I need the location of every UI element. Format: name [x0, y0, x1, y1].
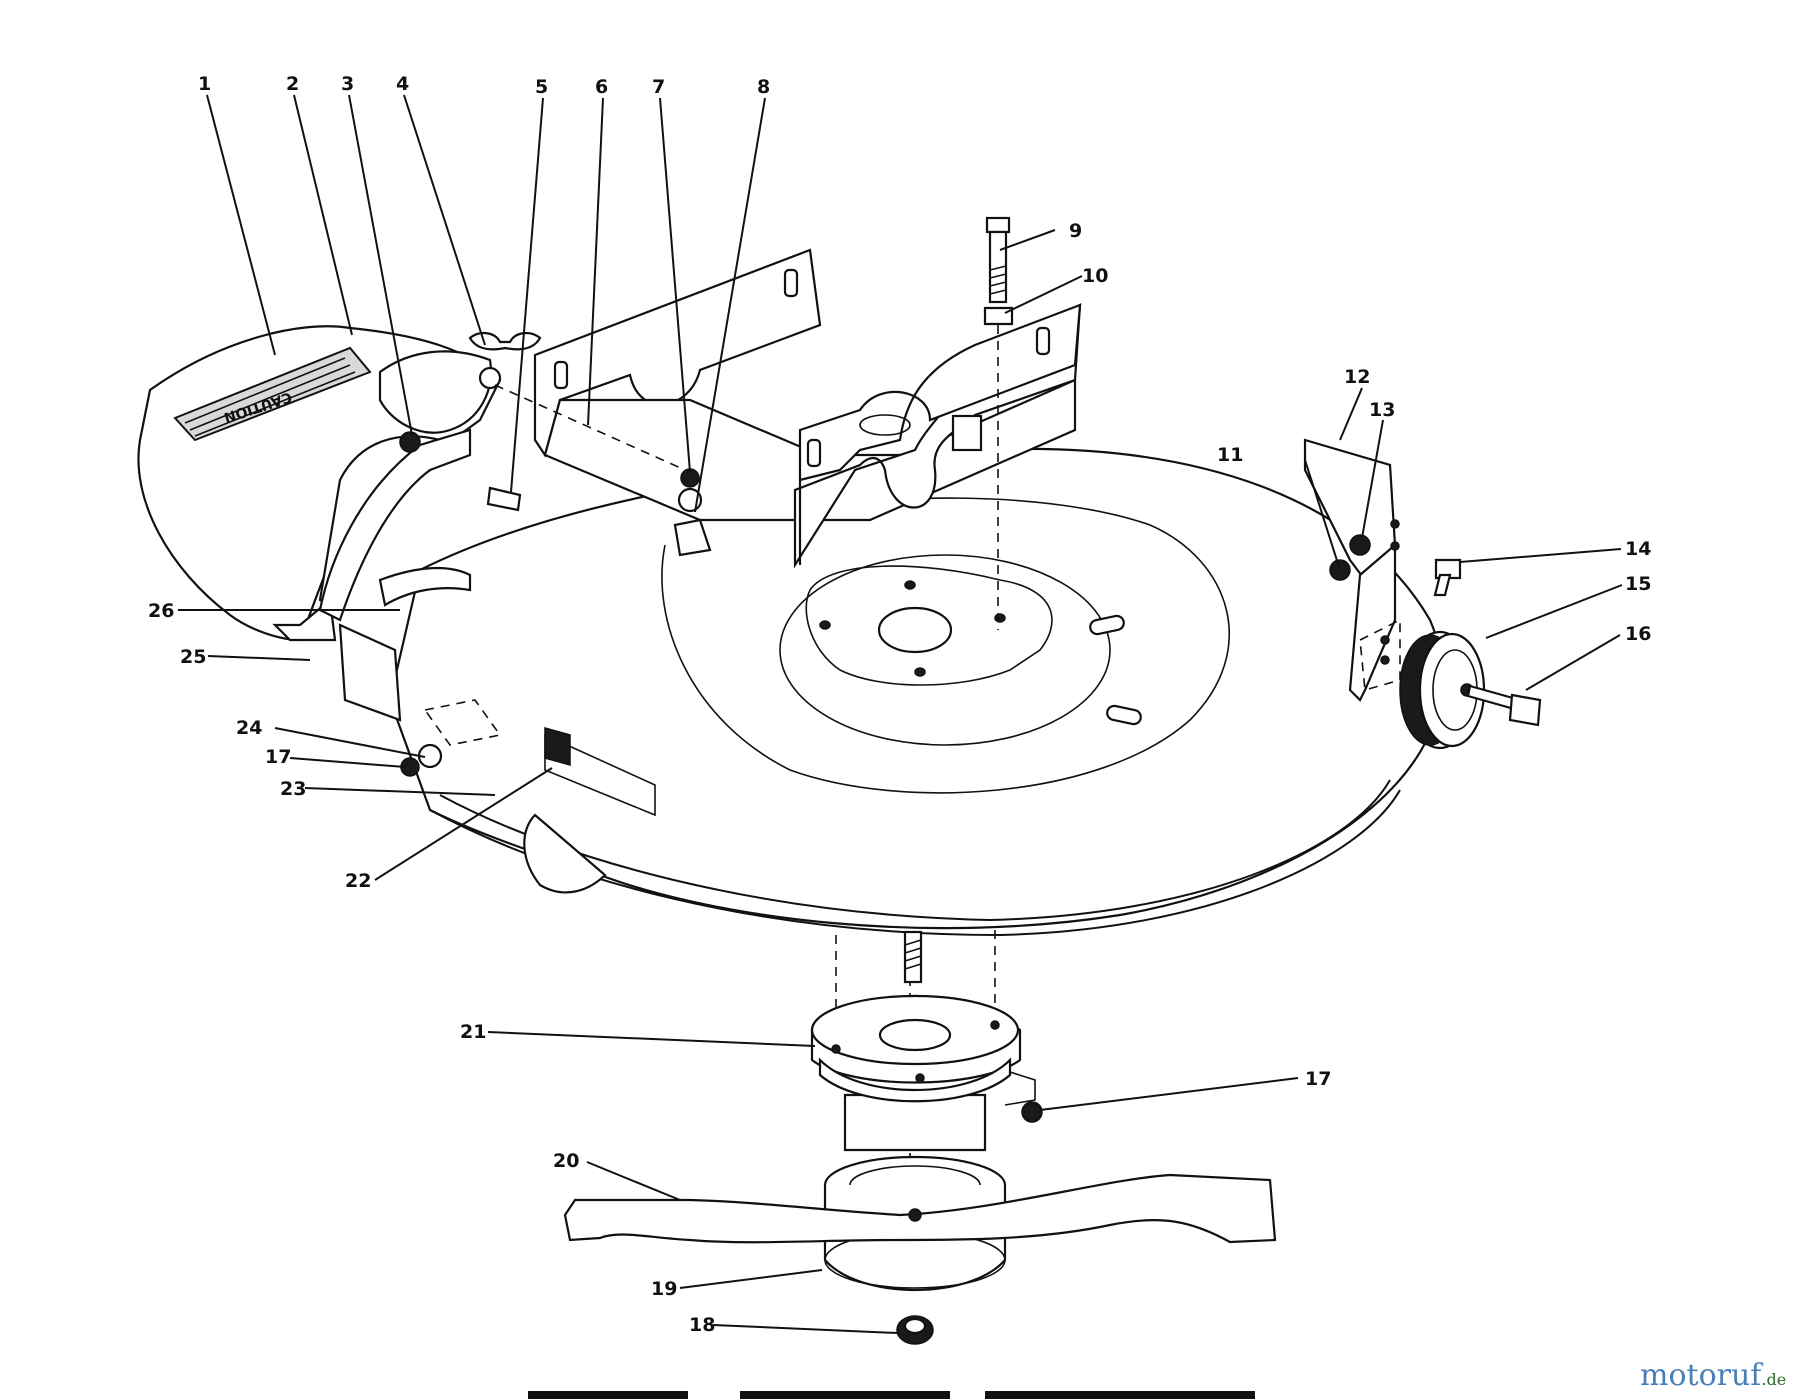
callout-4: 4	[396, 73, 409, 95]
callout-22: 22	[345, 870, 371, 892]
callout-20: 20	[553, 1150, 579, 1172]
callout-25: 25	[180, 646, 206, 668]
callout-18: 18	[689, 1314, 715, 1336]
nut-17-right	[1004, 1071, 1043, 1123]
pivot-bolt	[1433, 558, 1462, 597]
spacer-3	[399, 431, 421, 453]
callout-26: 26	[148, 600, 174, 622]
callout-5: 5	[535, 76, 548, 98]
callout-1: 1	[198, 73, 211, 95]
watermark: motoruf.de	[1640, 1358, 1786, 1393]
blade-bolt	[896, 1315, 934, 1345]
callout-15: 15	[1625, 573, 1651, 595]
engine-bolt	[983, 216, 1014, 326]
front-flap	[523, 813, 607, 894]
flap-label	[544, 727, 571, 766]
callout-19: 19	[651, 1278, 677, 1300]
callout-2: 2	[286, 73, 299, 95]
wheel	[1399, 630, 1486, 750]
hinge-rod	[318, 428, 472, 722]
callout-17-left: 17	[265, 746, 291, 768]
hole-pattern-right	[1359, 618, 1401, 692]
callout-14: 14	[1625, 538, 1651, 560]
callout-24: 24	[236, 717, 262, 739]
callout-21: 21	[460, 1021, 486, 1043]
callout-6: 6	[595, 76, 608, 98]
bracket-8	[673, 518, 712, 557]
footer-strip	[528, 1391, 1255, 1399]
watermark-suffix: .de	[1761, 1370, 1786, 1389]
callout-13: 13	[1369, 399, 1395, 421]
watermark-brand: motoruf	[1640, 1358, 1763, 1393]
callout-3: 3	[341, 73, 354, 95]
screw-5	[486, 486, 522, 512]
callout-9: 9	[1069, 220, 1082, 242]
callout-23: 23	[280, 778, 306, 800]
spindle-housing	[810, 930, 1022, 1152]
hole-pattern-left	[423, 699, 502, 746]
callout-17-right: 17	[1305, 1068, 1331, 1090]
callout-10: 10	[1082, 265, 1108, 287]
blade	[563, 1173, 1277, 1244]
callout-16: 16	[1625, 623, 1651, 645]
callout-labels: 1 2 3 4 5 6 7 8 9 10 11 12 13 14 15 16 1…	[148, 73, 1651, 1336]
leader-lines	[178, 94, 1623, 1334]
callout-12: 12	[1344, 366, 1370, 388]
callout-8: 8	[757, 76, 770, 98]
deflector-hinge-dash	[494, 384, 686, 471]
engine-mount-bracket	[533, 248, 1082, 569]
callout-7: 7	[652, 76, 665, 98]
nut-13	[1349, 534, 1371, 556]
wheel-bolt	[1466, 684, 1542, 727]
callout-11: 11	[1217, 444, 1243, 466]
